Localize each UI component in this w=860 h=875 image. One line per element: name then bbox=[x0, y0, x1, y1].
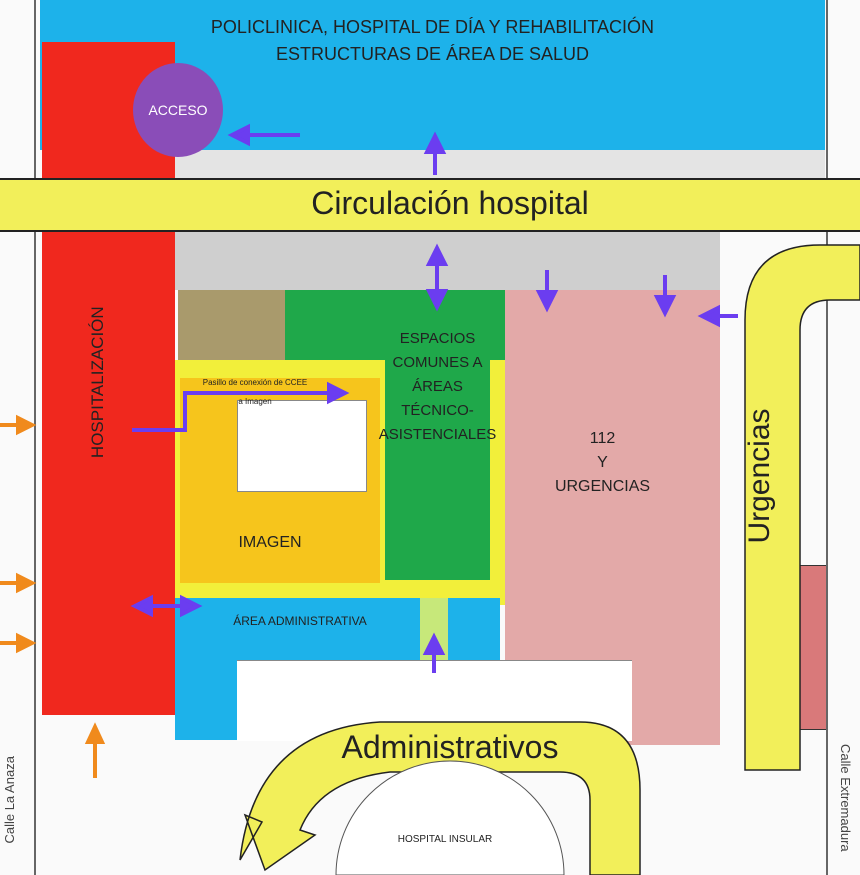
urgencias-line: URGENCIAS bbox=[554, 478, 651, 495]
hospital-insular-roundabout bbox=[335, 760, 565, 875]
street-right-label: Calle Extremadura bbox=[837, 743, 853, 852]
street-line-right bbox=[826, 0, 828, 875]
gray-band bbox=[175, 232, 720, 290]
espacios-line: COMUNES A bbox=[392, 354, 483, 371]
pasillo-label-2: a Imagen bbox=[238, 397, 272, 406]
urgencias-block-label: 112 Y URGENCIAS bbox=[530, 427, 675, 499]
area-admin-label: ÁREA ADMINISTRATIVA bbox=[233, 614, 367, 628]
hospital-insular-label: HOSPITAL INSULAR bbox=[397, 834, 493, 845]
street-line-left bbox=[34, 0, 36, 875]
imagen-void bbox=[237, 400, 367, 492]
hospitalizacion-label: HOSPITALIZACIÓN bbox=[87, 306, 107, 459]
access-circle bbox=[133, 63, 223, 157]
circulation-label: Circulación hospital bbox=[311, 185, 589, 221]
espacios-line: ÁREAS bbox=[412, 378, 463, 395]
urgencias-route bbox=[744, 244, 860, 771]
urgencias-line: Y bbox=[597, 454, 608, 471]
urgencias-line: 112 bbox=[589, 430, 616, 447]
admin-block-left bbox=[175, 655, 237, 740]
circulation-band bbox=[0, 178, 860, 232]
imagen-label: IMAGEN bbox=[238, 534, 302, 551]
policlinica-title-2: ESTRUCTURAS DE ÁREA DE SALUD bbox=[275, 44, 590, 64]
gray-strip bbox=[175, 150, 825, 180]
espacios-line: ASISTENCIALES bbox=[378, 426, 497, 443]
street-left-label: Calle La Anaza bbox=[2, 756, 18, 844]
policlinica-title-1: POLICLINICA, HOSPITAL DE DÍA Y REHABILIT… bbox=[210, 17, 655, 37]
pasillo-label-1: Pasillo de conexión de CCEE bbox=[202, 378, 308, 387]
green-block-top bbox=[285, 290, 505, 360]
brown-block bbox=[178, 290, 285, 360]
green-block-tall bbox=[385, 360, 490, 580]
administrativos-route-label: Administrativos bbox=[341, 729, 559, 765]
espacios-line: ESPACIOS bbox=[399, 330, 476, 347]
urgencias-route-label: Urgencias bbox=[743, 408, 776, 544]
espacios-label: ESPACIOS COMUNES A ÁREAS TÉCNICO- ASISTE… bbox=[370, 327, 505, 447]
administrativos-route bbox=[239, 721, 641, 875]
espacios-line: TÉCNICO- bbox=[401, 402, 474, 419]
access-label: ACCESO bbox=[148, 102, 208, 118]
